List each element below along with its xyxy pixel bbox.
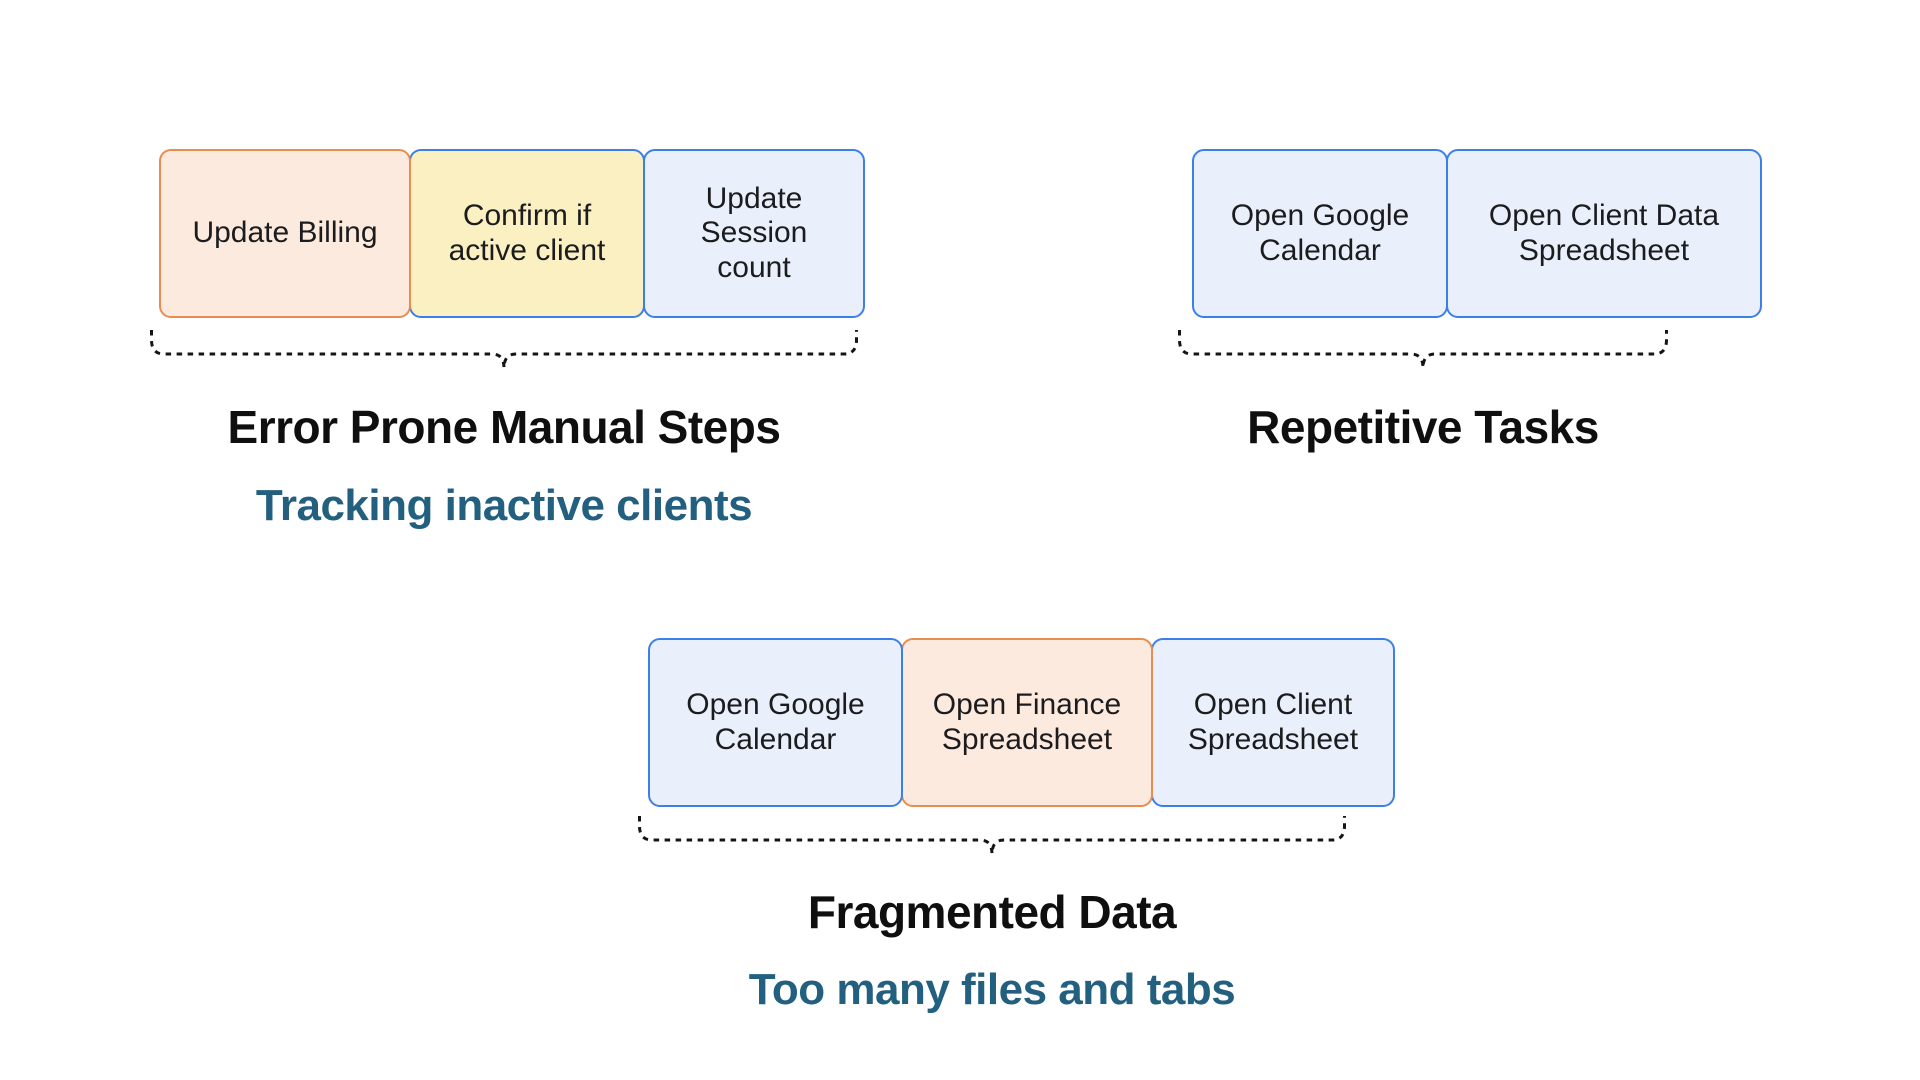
step-box-open-finance-spreadsheet: Open Finance Spreadsheet bbox=[901, 638, 1153, 807]
group-subtitle-error-prone: Tracking inactive clients bbox=[255, 481, 753, 530]
group-title-fragmented: Fragmented Data bbox=[807, 886, 1177, 938]
step-box-confirm-active-client: Confirm if active client bbox=[409, 149, 645, 318]
dashed-brace-repetitive bbox=[1178, 330, 1668, 369]
group-error-prone-boxes: Update Billing Confirm if active client … bbox=[159, 149, 865, 318]
group-fragmented-boxes: Open Google Calendar Open Finance Spread… bbox=[648, 638, 1395, 807]
group-subtitle-fragmented: Too many files and tabs bbox=[748, 965, 1236, 1014]
step-box-open-client-spreadsheet: Open Client Spreadsheet bbox=[1151, 638, 1395, 807]
step-box-update-session-count: Update Session count bbox=[643, 149, 865, 318]
group-title-repetitive: Repetitive Tasks bbox=[1247, 401, 1599, 453]
step-box-update-billing: Update Billing bbox=[159, 149, 411, 318]
step-box-open-google-calendar: Open Google Calendar bbox=[1192, 149, 1448, 318]
step-box-open-google-calendar-2: Open Google Calendar bbox=[648, 638, 903, 807]
dashed-brace-error-prone bbox=[150, 330, 858, 369]
dashed-brace-fragmented bbox=[638, 816, 1346, 855]
group-repetitive-boxes: Open Google Calendar Open Client Data Sp… bbox=[1192, 149, 1762, 318]
step-box-open-client-data-spreadsheet: Open Client Data Spreadsheet bbox=[1446, 149, 1762, 318]
group-title-error-prone: Error Prone Manual Steps bbox=[227, 401, 781, 453]
